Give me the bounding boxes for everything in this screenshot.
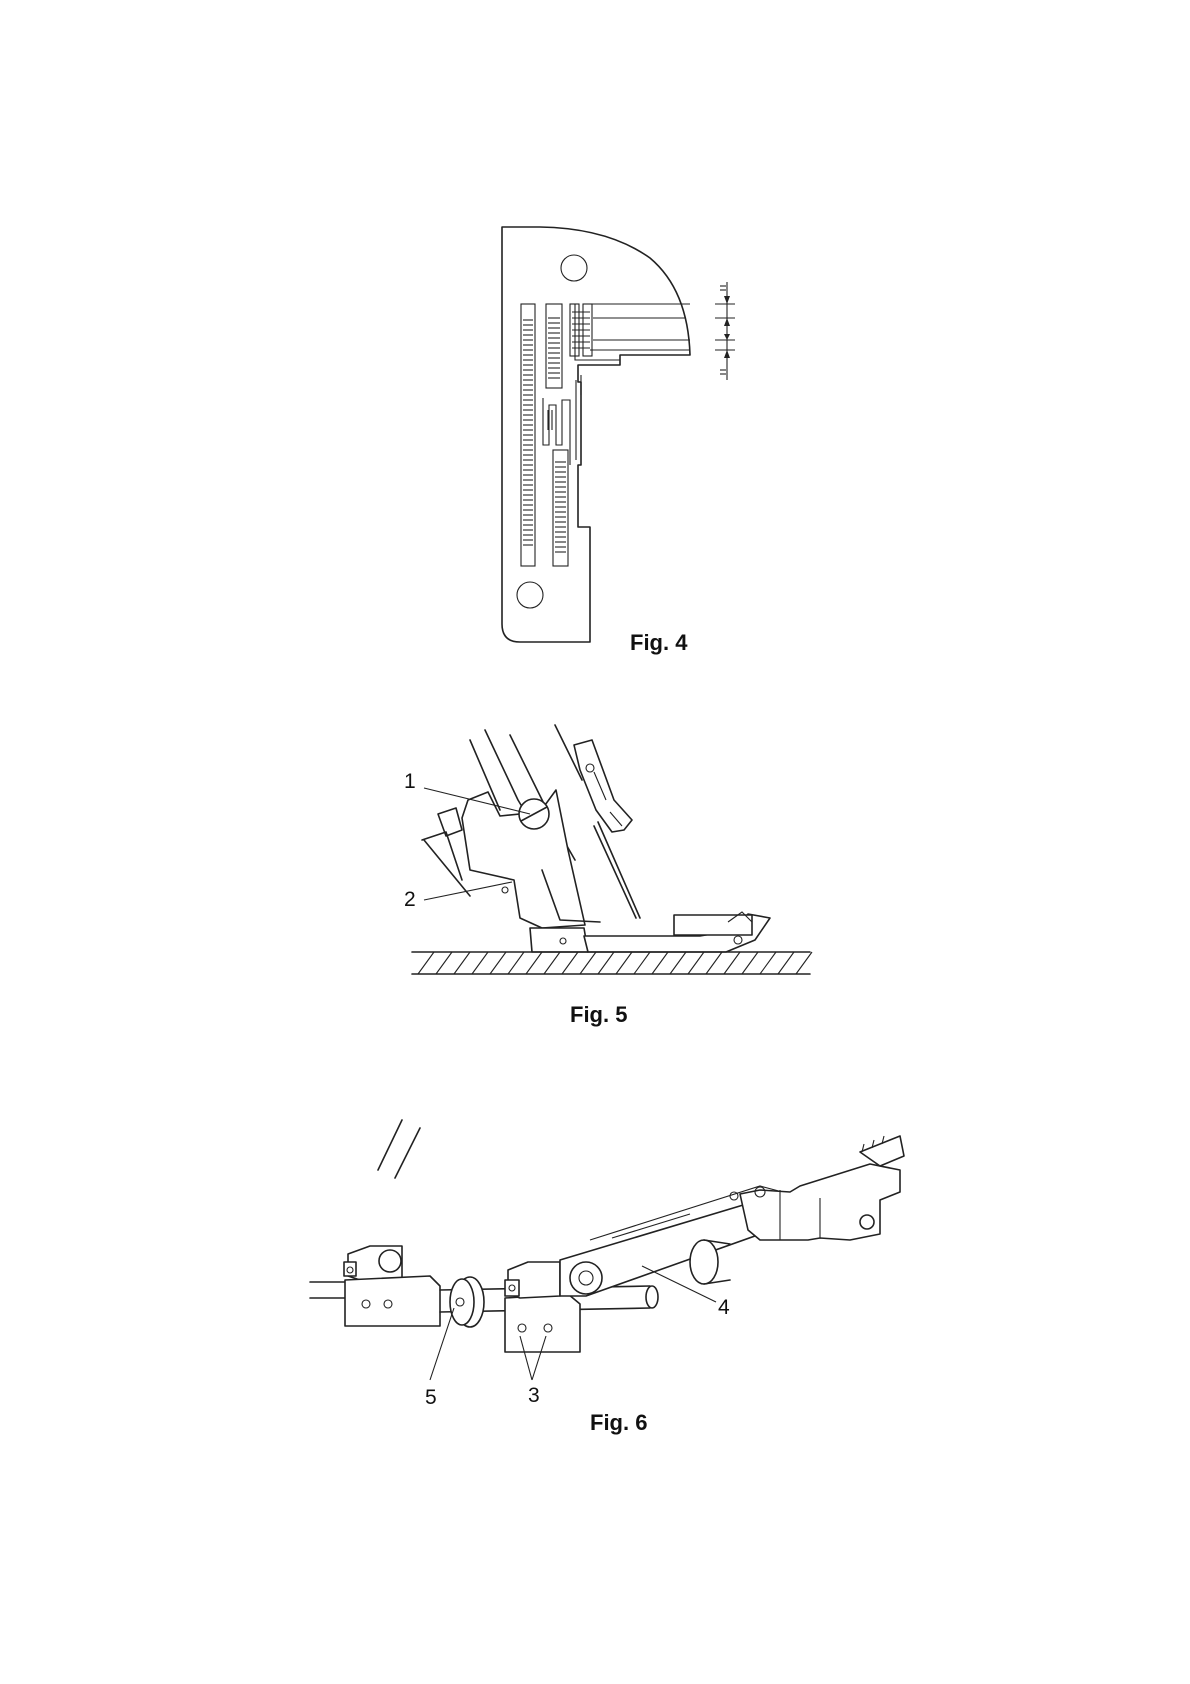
presser-foot-drawing [0,700,1190,1040]
table-hatch-line [598,952,614,974]
figure-4: Fig. 4 [0,0,1190,680]
figure-6: 3 4 5 Fig. 6 [0,1090,1190,1450]
figure-5: 1 2 Fig. 5 [0,700,1190,1040]
table-hatch-line [670,952,686,974]
table-hatch-line [526,952,542,974]
callout-3: 3 [528,1384,540,1408]
table-hatch-line [508,952,524,974]
table-hatch-line [652,952,668,974]
table-hatch-line [436,952,452,974]
table-hatch-line [742,952,758,974]
table-hatch-line [760,952,776,974]
callout-2: 2 [404,888,416,912]
table-hatch-line [454,952,470,974]
table-hatch-line [580,952,596,974]
table-hatch-line [418,952,434,974]
callout-4: 4 [718,1296,730,1320]
table-hatch-line [490,952,506,974]
callout-1: 1 [404,770,416,794]
callout-5: 5 [425,1386,437,1410]
table-hatch-line [562,952,578,974]
table-hatch-line [706,952,722,974]
needle-plate-drawing [0,0,1190,680]
figure-4-caption: Fig. 4 [630,630,687,656]
figure-5-caption: Fig. 5 [570,1002,627,1028]
table-hatch-line [616,952,632,974]
table-hatch-line [796,952,812,974]
feed-shaft-drawing [0,1090,1190,1450]
table-hatch-line [688,952,704,974]
table-hatch-line [544,952,560,974]
figure-6-caption: Fig. 6 [590,1410,647,1436]
table-hatch-line [472,952,488,974]
table-hatch-line [724,952,740,974]
table-hatch-line [778,952,794,974]
table-hatch-line [634,952,650,974]
